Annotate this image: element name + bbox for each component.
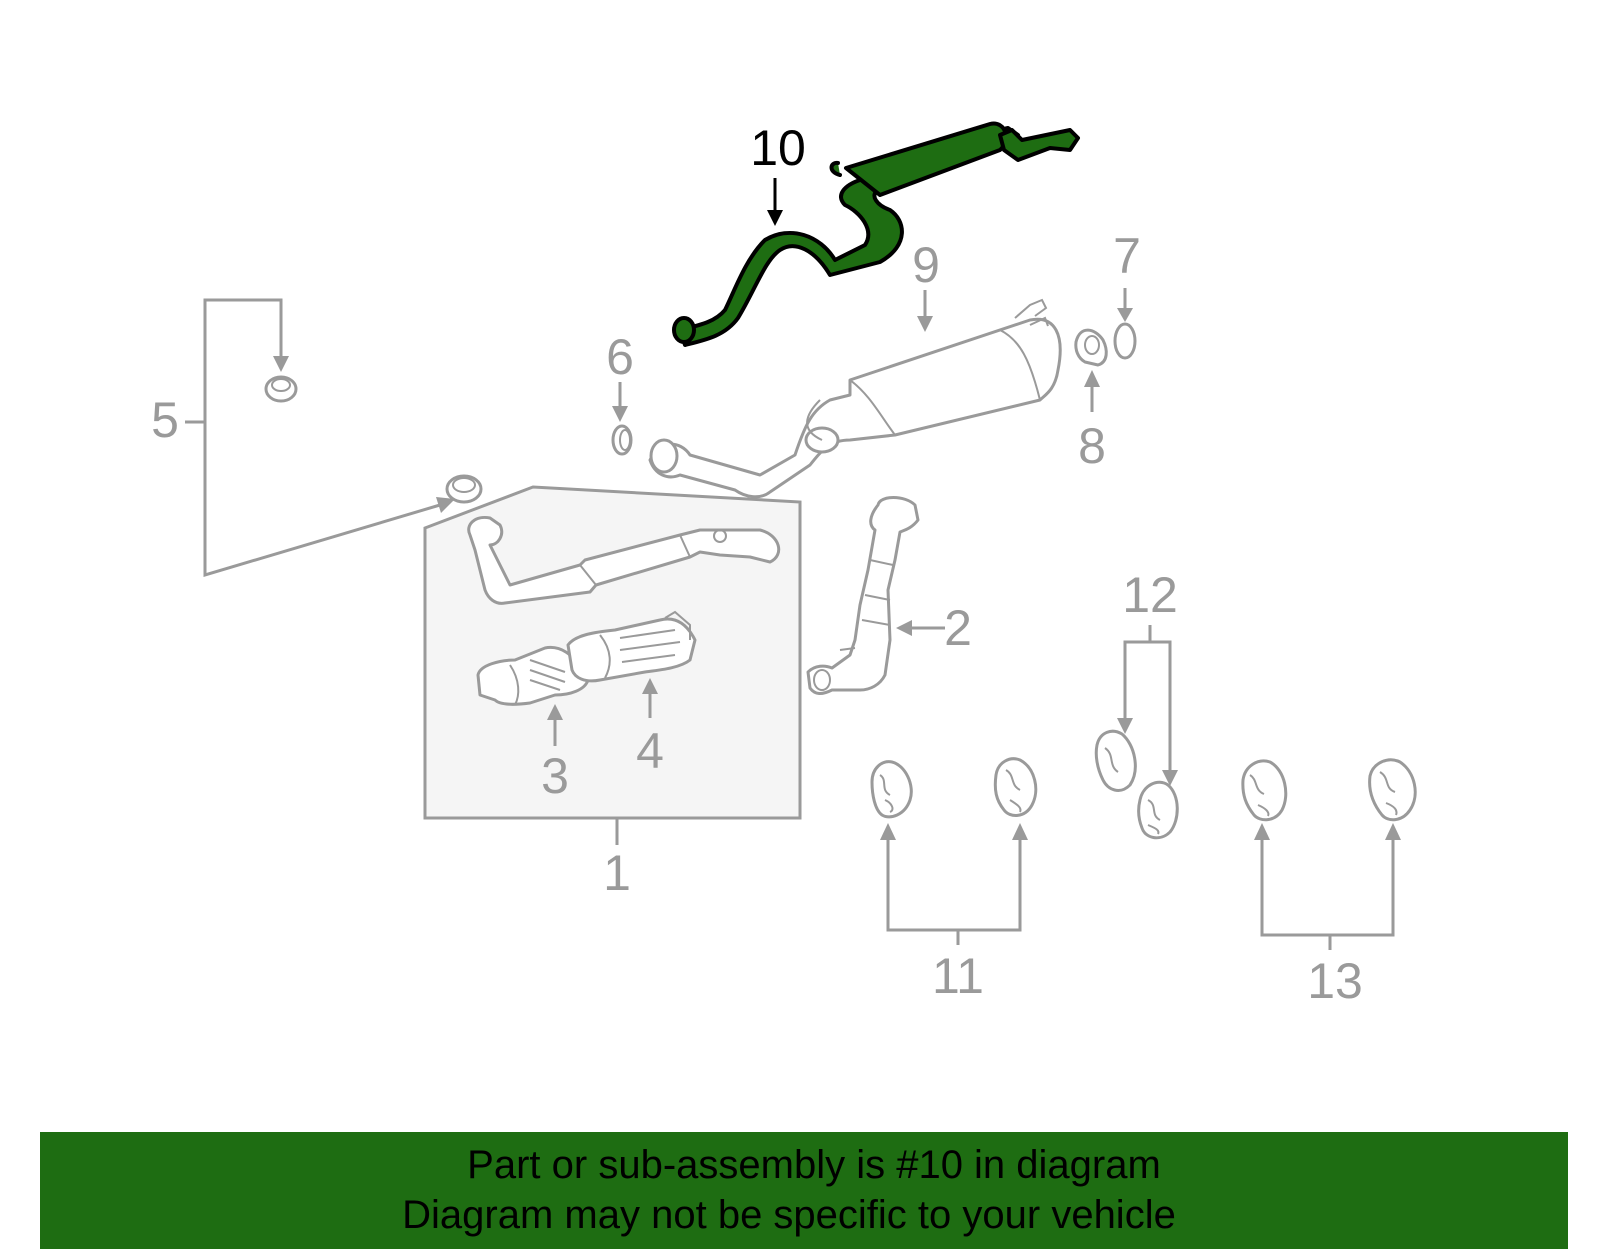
callout-10: 10 — [750, 120, 806, 176]
part-12-hanger-upper[interactable] — [1094, 729, 1137, 792]
callout-13: 13 — [1307, 953, 1363, 1009]
diagram-notice-banner: Part or sub-assembly is #10 in diagram D… — [40, 1132, 1568, 1249]
part-10-tailpipe-muffler[interactable] — [672, 121, 1080, 347]
part-12-hanger-lower[interactable] — [1137, 780, 1179, 840]
exhaust-parts-diagram: 10 9 7 6 8 5 2 3 4 1 11 12 13 — [151, 120, 1417, 1009]
callout-8: 8 — [1078, 418, 1106, 474]
callout-7: 7 — [1113, 228, 1141, 284]
part-6-gasket[interactable] — [611, 424, 633, 456]
part-4-converter[interactable] — [566, 610, 697, 683]
part-11-hanger-right[interactable] — [993, 757, 1038, 817]
callout-3: 3 — [541, 748, 569, 804]
part-3-converter[interactable] — [476, 645, 590, 706]
leader-lines — [185, 178, 1401, 950]
part-13-hanger-right[interactable] — [1368, 758, 1417, 822]
callout-9: 9 — [912, 237, 940, 293]
callout-2: 2 — [944, 600, 972, 656]
callout-1: 1 — [603, 845, 631, 901]
callout-4: 4 — [636, 723, 664, 779]
callout-11: 11 — [932, 948, 984, 1004]
banner-line-part-number: Part or sub-assembly is #10 in diagram — [467, 1143, 1161, 1187]
banner-line-disclaimer: Diagram may not be specific to your vehi… — [402, 1193, 1176, 1237]
part-7-ring[interactable] — [1113, 322, 1137, 360]
part-2-converter-pipe[interactable] — [806, 496, 920, 695]
part-1-front-pipe[interactable] — [467, 515, 781, 605]
callout-5: 5 — [151, 392, 179, 448]
part-5-grommet-upper[interactable] — [264, 375, 298, 403]
callout-12: 12 — [1122, 567, 1178, 623]
part-13-hanger-left[interactable] — [1241, 759, 1288, 822]
part-11-hanger-left[interactable] — [870, 760, 913, 819]
part-9-muffler-assembly[interactable] — [648, 298, 1062, 499]
part-5-grommet-lower[interactable] — [445, 474, 483, 504]
callout-6: 6 — [606, 329, 634, 385]
part-8-clamp[interactable] — [1074, 328, 1108, 367]
